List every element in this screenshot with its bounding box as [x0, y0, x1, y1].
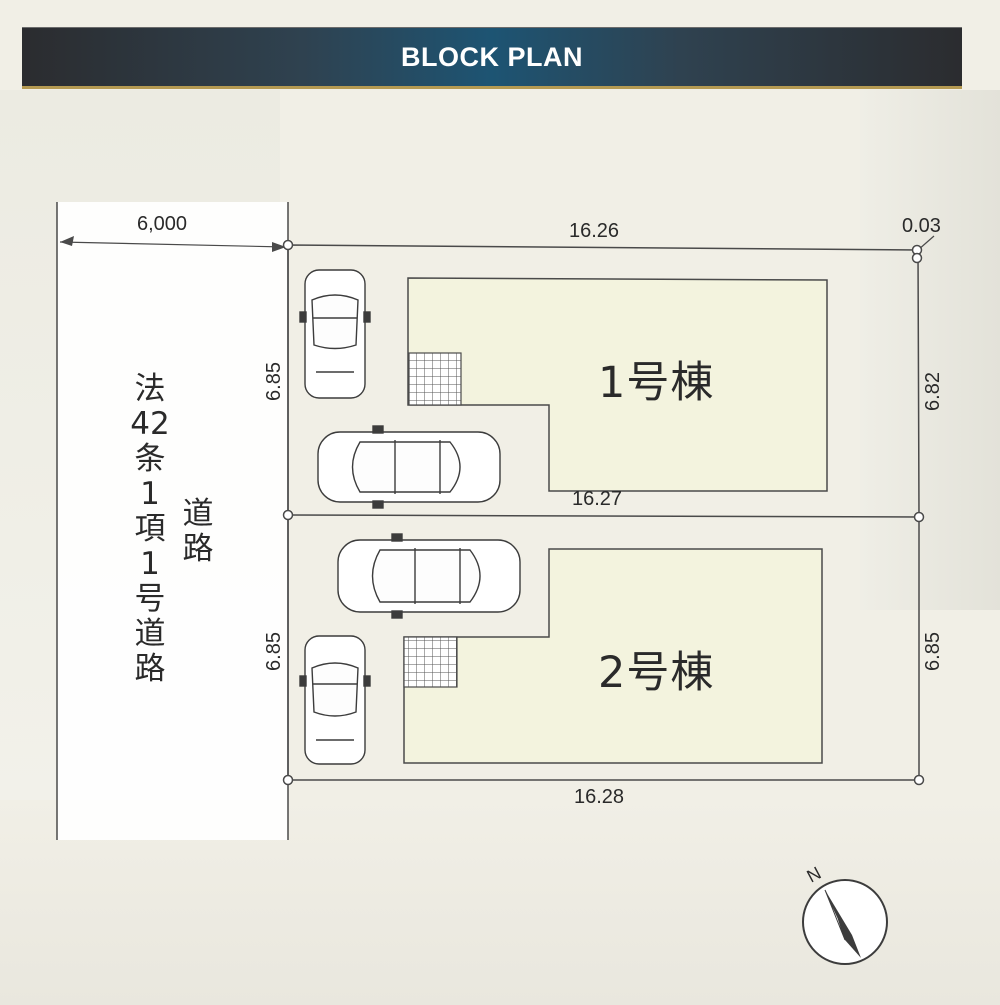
car-1-icon [299, 269, 371, 399]
road-label-col1-char: 1 [140, 476, 160, 512]
background-shade-right [860, 90, 1000, 610]
car-3-icon [337, 533, 521, 619]
road-label-col2-char: 路 [182, 531, 214, 567]
building-1-porch-grid [408, 352, 462, 406]
road-label-col1-char: 路 [134, 651, 166, 687]
lot-2-left-dimension: 6.85 [262, 632, 285, 671]
road-width-line [59, 241, 287, 248]
building-2-porch-grid [403, 636, 458, 688]
lot-2-right-dimension: 6.85 [921, 632, 944, 671]
lot-boundary-middle [287, 514, 920, 518]
road-label-column-2: 道路 [178, 497, 218, 567]
road-width-arrow-right [272, 242, 286, 252]
road-label-col2-char: 道 [182, 496, 214, 532]
compass-icon: N [802, 863, 888, 965]
lot-boundary-outer [287, 244, 920, 781]
road-label-col1-char: 号 [134, 581, 166, 617]
compass-north-label: N [803, 863, 824, 887]
building-2-footprint [403, 548, 823, 764]
lot-1-right-dimension: 6.82 [921, 372, 944, 411]
road-label-col1-char: 項 [134, 511, 166, 547]
road-width-label: 6,000 [137, 213, 188, 235]
road-label-col1-char: 42 [130, 406, 170, 442]
boundary-markers [282, 239, 925, 786]
road-area [57, 202, 288, 840]
middle-boundary-dimension: 16.27 [572, 488, 623, 510]
road-label-col1-char: 法 [134, 371, 166, 407]
building-1-footprint [407, 277, 828, 492]
road-label-col1-char: 1 [140, 546, 160, 582]
road-label-col1-char: 道 [134, 616, 166, 652]
car-4-icon [299, 635, 371, 765]
road-label-col1-char: 条 [134, 441, 166, 477]
title-bar: BLOCK PLAN [22, 27, 962, 89]
building-2-label: 2号棟 [598, 648, 715, 698]
road-width-arrow-left [60, 236, 74, 246]
page-title: BLOCK PLAN [401, 41, 583, 72]
car-2-icon [317, 425, 501, 509]
bottom-boundary-dimension: 16.28 [574, 786, 625, 808]
corner-offset-dimension: 0.03 [902, 215, 941, 237]
lot-1-left-dimension: 6.85 [262, 362, 285, 401]
building-1-label: 1号棟 [598, 358, 715, 408]
top-boundary-dimension: 16.26 [569, 220, 620, 242]
